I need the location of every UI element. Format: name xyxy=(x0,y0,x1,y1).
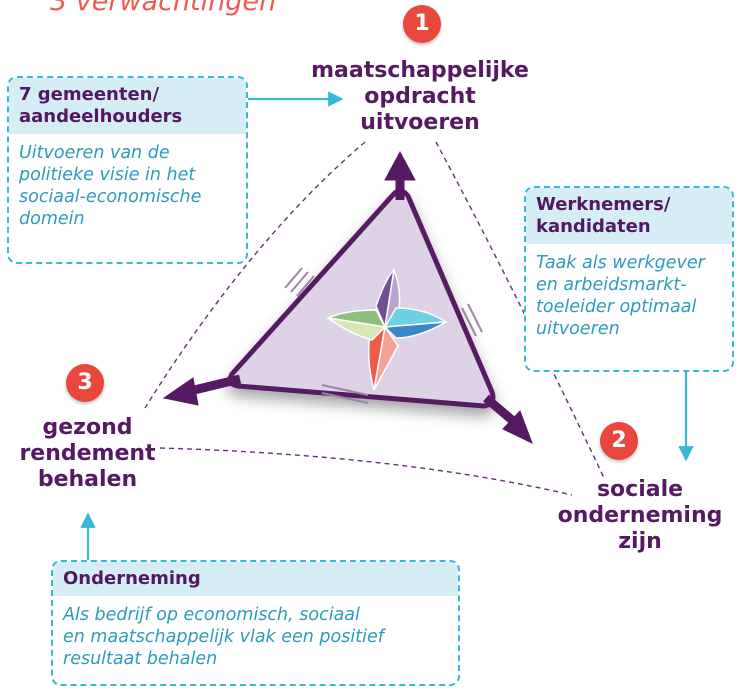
diagram-title-partial: 3 verwachtingen xyxy=(50,0,277,17)
triangle-arrows xyxy=(162,150,533,444)
card-werknemers-title: Werknemers/ kandidaten xyxy=(526,188,732,244)
badge-2: 2 xyxy=(600,422,638,460)
motion-lines xyxy=(284,267,483,404)
dashed-link-1-2 xyxy=(435,141,606,481)
card-werknemers: Werknemers/ kandidaten Taak als werkgeve… xyxy=(524,186,734,372)
central-triangle xyxy=(227,188,496,409)
pinwheel-logo xyxy=(325,267,449,391)
dashed-link-1-3 xyxy=(144,141,366,409)
card-gemeenten: 7 gemeenten/ aandeelhouders Uitvoeren va… xyxy=(7,76,248,264)
badge-3: 3 xyxy=(66,364,104,402)
card-onderneming-text: Als bedrijf op economisch, sociaal en ma… xyxy=(63,605,384,669)
card-werknemers-text: Taak als werkgever en arbeidsmarkt- toel… xyxy=(536,253,705,339)
card-gemeenten-text: Uitvoeren van de politieke visie in het … xyxy=(19,143,202,229)
card-gemeenten-title: 7 gemeenten/ aandeelhouders xyxy=(9,78,246,134)
goal-1-label: maatschappelijke opdracht uitvoeren xyxy=(311,58,529,135)
dashed-link-3-2 xyxy=(159,447,573,496)
card-onderneming-title: Onderneming xyxy=(53,562,458,596)
badge-1: 1 xyxy=(403,5,441,43)
goal-2-label: sociale onderneming zijn xyxy=(557,477,723,554)
goal-3-label: gezond rendement behalen xyxy=(19,415,156,492)
card-onderneming: Onderneming Als bedrijf op economisch, s… xyxy=(51,560,460,686)
